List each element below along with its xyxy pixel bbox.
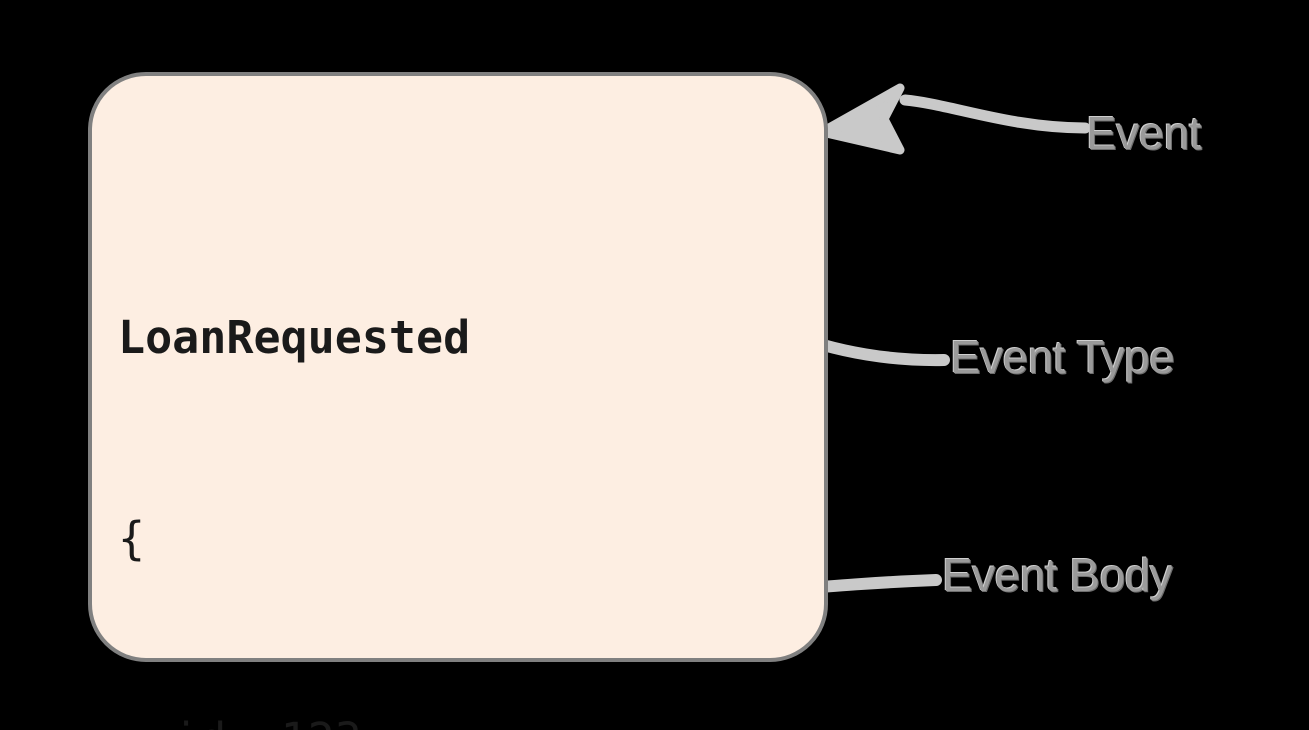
event-body-open: { (118, 512, 146, 565)
event-body-line-id: id: 123, (118, 706, 818, 730)
event-card (88, 72, 828, 662)
arrow-event (817, 83, 1091, 155)
annotation-label-event-type: Event Type (950, 331, 1175, 383)
event-type-text: LoanRequested (118, 311, 471, 364)
event-card-text: LoanRequested { id: 123, amount: 100, bo… (118, 170, 818, 730)
annotation-label-event: Event (1086, 107, 1202, 159)
annotation-label-event-body: Event Body (942, 549, 1173, 601)
